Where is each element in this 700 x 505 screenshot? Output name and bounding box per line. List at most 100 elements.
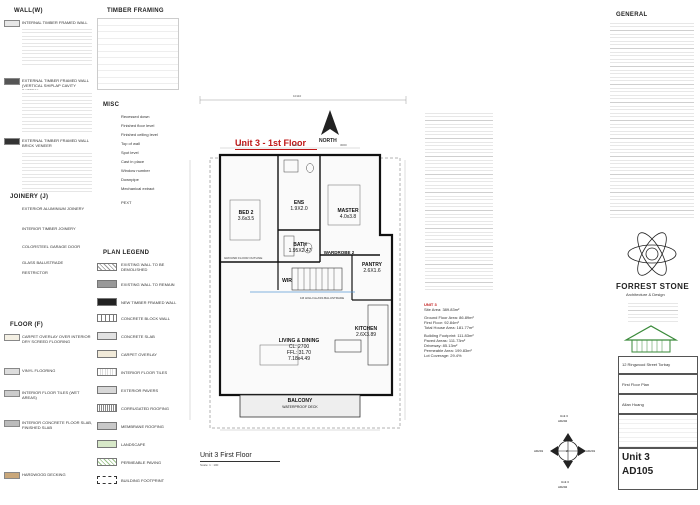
room-dim: 1.95X2.47: [288, 248, 312, 254]
wall-swatch-3: [4, 138, 20, 145]
wall-spec-2: [22, 90, 92, 134]
view-title: Unit 3 First Floor: [200, 452, 252, 459]
room-ffl: FFL: 31.70: [286, 350, 312, 356]
timber-header: TIMBER FRAMING: [107, 8, 164, 14]
legend-swatch: [97, 263, 117, 271]
site-info-line: UNIT 3: [424, 302, 437, 307]
company-name: FORREST STONE: [616, 282, 690, 291]
room-dim: 2.6X3.89: [355, 332, 377, 338]
misc-item-6: Cast in place: [121, 159, 145, 164]
room-name: KITCHEN: [354, 326, 378, 332]
tb-sheet-box: [618, 448, 698, 490]
floor-item-4: INTERIOR CONCRETE FLOOR SLAB, FINISHED S…: [22, 420, 93, 430]
legend-row-11: LANDSCAPE: [97, 440, 145, 448]
legend-label: CORRUGATED ROOFING: [121, 405, 169, 411]
site-info-line: Paved Areas: 111.73m²: [424, 338, 466, 343]
general-header: GENERAL: [616, 12, 648, 18]
legend-swatch: [97, 314, 117, 322]
legend-label: CONCRETE SLAB: [121, 333, 155, 339]
legend-swatch: [97, 458, 117, 466]
callout-label-2: AD202: [558, 419, 568, 423]
tb-meta-box: [618, 414, 698, 448]
legend-label: MEMBRANE ROOFING: [121, 423, 164, 429]
site-info-line: Building Footprint: 111.83m²: [424, 333, 474, 338]
floor-plan-drawing: [189, 96, 407, 431]
legend-swatch: [97, 368, 117, 376]
misc-item-4: Top of wall: [121, 141, 140, 146]
legend-swatch: [97, 332, 117, 340]
floor-swatch-5: [4, 472, 20, 479]
legend-row-1: EXISTING WALL TO BE DEMOLISHED: [97, 262, 177, 272]
legend-label: LANDSCAPE: [121, 441, 146, 447]
room-area: 7.18x4.49: [288, 356, 310, 362]
legend-row-3: NEW TIMBER FRAMED WALL: [97, 298, 176, 306]
callout-label-3: 2: [566, 449, 568, 453]
legend-row-2: EXISTING WALL TO REMAIN: [97, 280, 175, 288]
ground-outline-note: GROUND FLOOR OUTLINE: [224, 256, 263, 260]
misc-item-3: Finished ceiling level: [121, 132, 158, 137]
room-living-dining: LIVING & DINING CL: 2700 FFL: 31.70 7.18…: [264, 338, 334, 362]
legend-row-13: BUILDING FOOTPRINT: [97, 476, 164, 484]
misc-item-5: Spot level: [121, 150, 139, 155]
wall-header: WALL(W): [14, 8, 43, 14]
floor-item-1: CARPET OVERLAY OVER INTERIOR DRY SCREED …: [22, 334, 91, 344]
second-column: TIMBER FRAMING MISC Recessed down Finish…: [97, 8, 179, 496]
legend-swatch: [97, 476, 117, 484]
room-bath: BATH 1.95X2.47: [280, 242, 320, 254]
room-name: WIR: [282, 278, 292, 284]
section-callout: [535, 418, 601, 484]
misc-item-8: Downpipe: [121, 177, 139, 182]
legend-swatch: [97, 280, 117, 288]
misc-item-10: PEXT: [121, 200, 132, 205]
dim-top-1: 10110: [293, 94, 302, 98]
misc-header: MISC: [103, 102, 120, 108]
site-info: UNIT 3 Site Area: 389.83m² Ground Floor …: [424, 302, 492, 358]
legend-label: CARPET OVERLAY: [121, 351, 157, 357]
wall-swatch-1: [4, 20, 20, 27]
tb-drawing-box: [618, 374, 698, 394]
legend-row-7: INTERIOR FLOOR TILES: [97, 368, 167, 376]
legend-label: PERMEABLE PAVING: [121, 459, 162, 465]
room-kitchen: KITCHEN 2.6X3.89: [346, 326, 386, 338]
site-info-line: Permeable Area: 199.83m²: [424, 348, 472, 353]
room-dim: CL: 2700: [288, 344, 310, 350]
room-name: BALCONY: [287, 398, 313, 404]
site-info-line: First Floor: 92.84m²: [424, 320, 459, 325]
room-wir: WIR: [278, 278, 296, 284]
floor-header: FLOOR (F): [10, 322, 44, 328]
misc-item-1: Recessed down: [121, 114, 150, 119]
north-label: NORTH: [319, 138, 337, 144]
dim-top-3: 3010: [292, 143, 299, 147]
legend-label: BUILDING FOOTPRINT: [121, 477, 165, 483]
site-info-line: Site Area: 389.83m²: [424, 307, 460, 312]
legend-row-6: CARPET OVERLAY: [97, 350, 157, 358]
dim-top-4: 3000: [340, 143, 347, 147]
left-panel: WALL(W) INTERNAL TIMBER FRAMED WALL EXTE…: [4, 8, 96, 496]
floor-swatch-4: [4, 420, 20, 427]
general-notes-left: [425, 110, 493, 290]
tb-sheet-number: AD105: [622, 466, 654, 477]
joinery-item-5: RESTRICTOR: [22, 270, 48, 275]
joinery-item-1: EXTERIOR ALUMINIUM JOINERY: [22, 206, 85, 211]
forrest-stone-logo-icon: [627, 232, 677, 276]
legend-label: CONCRETE BLOCK WALL: [121, 315, 170, 321]
tb-address-box: [618, 356, 698, 374]
misc-item-9: Mechanical extract: [121, 186, 155, 191]
north-arrow-icon: [321, 110, 339, 135]
room-dim: 3.6x3.5: [237, 216, 255, 222]
legend-row-4: CONCRETE BLOCK WALL: [97, 314, 170, 322]
legend-row-12: PERMEABLE PAVING: [97, 458, 161, 466]
wall-spec-3: [22, 150, 92, 194]
floor-swatch-3: [4, 390, 20, 397]
floor-swatch-1: [4, 334, 20, 341]
legend-row-5: CONCRETE SLAB: [97, 332, 155, 340]
room-name: ENS: [293, 200, 305, 206]
room-name: BED 2: [238, 210, 254, 216]
wall-spec-1: [22, 26, 92, 66]
legend-swatch: [97, 422, 117, 430]
room-name: BATH: [293, 242, 307, 248]
room-wardrobe-2: WARDROBE 2: [316, 250, 362, 256]
legend-swatch: [97, 298, 117, 306]
legend-row-9: CORRUGATED ROOFING: [97, 404, 169, 412]
stair: [291, 267, 343, 291]
